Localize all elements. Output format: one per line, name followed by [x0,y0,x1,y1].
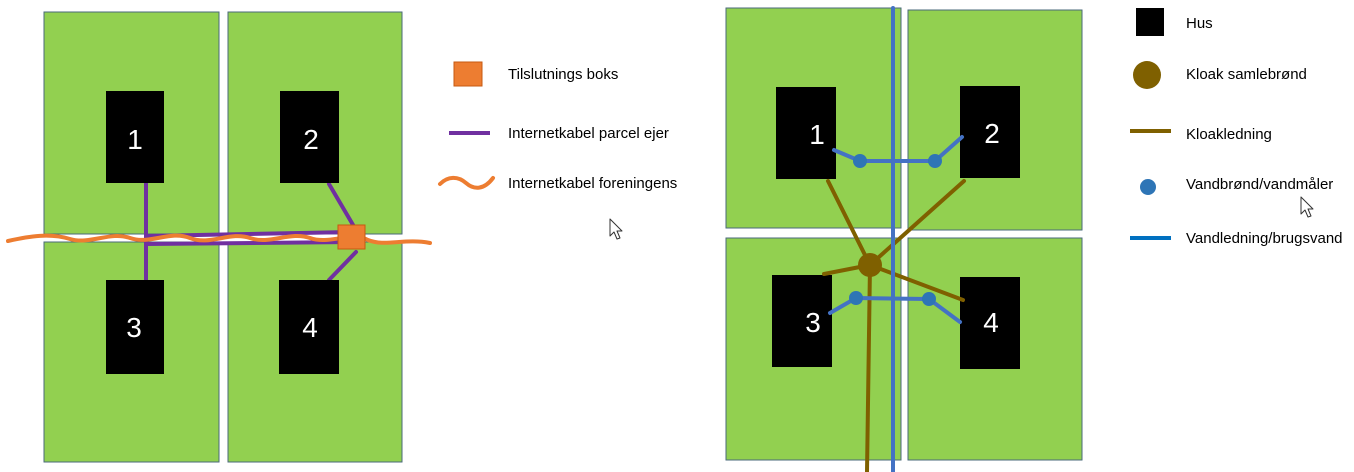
left-house-2: 2 [280,91,339,183]
right-house-1: 1 [776,87,836,179]
sewer-collection-well [858,253,882,277]
legend-label: Hus [1186,15,1213,32]
water-meter [853,154,867,168]
sewer-line-house-2 [868,179,966,267]
house-number: 2 [984,118,1000,149]
mouse-pointer-icon [1300,196,1314,218]
mouse-pointer-icon [609,218,623,240]
left-house-4: 4 [279,280,339,374]
water-line-lower [854,296,931,301]
left-house-1: 1 [106,91,164,183]
owner-cable-main-lower [144,240,354,246]
right-house-2: 2 [960,86,1020,178]
house-number: 4 [302,312,318,343]
legend-item-owner-cable: Internetkabel parcel ejer [449,125,669,142]
legend-label: Kloakledning [1186,126,1272,143]
sewer-line-house-4 [868,263,965,302]
house-number: 2 [303,124,319,155]
right-house-3: 3 [772,275,832,367]
water-meters [849,154,942,306]
sewer-well-icon [1133,61,1161,89]
sewer-line-house-1 [826,179,872,267]
legend-item-sewer-line: Kloakledning [1130,126,1272,143]
house-number: 4 [983,307,999,338]
connection-box [337,224,366,250]
right-legend: Hus Kloak samlebrønd Kloakledning Vandbr… [1130,8,1343,247]
water-meter-icon [1140,179,1156,195]
right-diagram: 1 2 3 4 [725,6,1083,472]
legend-label: Vandbrønd/vandmåler [1186,176,1333,193]
water-meter [928,154,942,168]
association-cable-icon [438,175,495,190]
owner-cable-house-4 [327,250,358,282]
water-meter [922,292,936,306]
legend-item-water-meter: Vandbrønd/vandmåler [1140,176,1333,195]
legend-item-connection-box: Tilslutnings boks [453,61,618,87]
legend-label: Kloak samlebrønd [1186,66,1307,83]
left-diagram: 1 2 3 4 [6,11,432,463]
house-number: 1 [809,119,825,150]
legend-label: Tilslutnings boks [508,66,618,83]
house-number: 3 [805,307,821,338]
owner-cable-house-2 [327,182,358,232]
legend-item-association-cable: Internetkabel foreningens [438,175,677,192]
water-meter [849,291,863,305]
house-number: 1 [127,124,143,155]
left-house-3: 3 [106,280,164,374]
right-house-4: 4 [960,277,1020,369]
owner-cables [144,181,358,282]
house-icon [1136,8,1164,36]
legend-label: Internetkabel parcel ejer [508,125,669,142]
connection-box-icon [453,61,483,87]
legend-item-sewer-well: Kloak samlebrønd [1133,61,1307,89]
left-legend: Tilslutnings boks Internetkabel parcel e… [438,61,677,192]
legend-item-house: Hus [1136,8,1213,36]
legend-label: Internetkabel foreningens [508,175,677,192]
house-number: 3 [126,312,142,343]
legend-item-water-line: Vandledning/brugsvand [1130,230,1343,247]
legend-label: Vandledning/brugsvand [1186,230,1343,247]
